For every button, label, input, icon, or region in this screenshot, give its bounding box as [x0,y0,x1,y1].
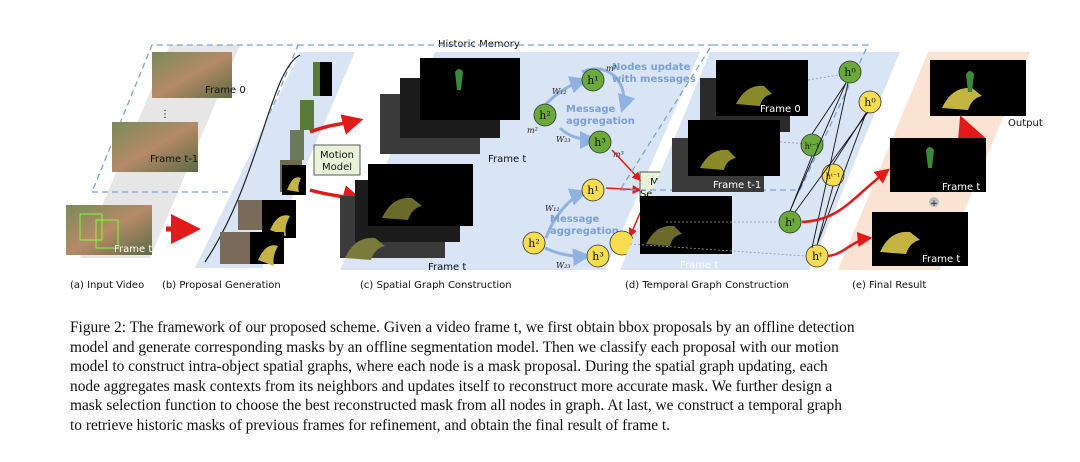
caption-line-1: Figure 2: The framework of our proposed … [70,319,855,336]
result-green-frame-label: Frame t [942,182,980,193]
m1-upper: m¹ [606,64,617,73]
figure-caption: Figure 2: The framework of our proposed … [70,318,1016,436]
nodes-update-label-2: with messages [612,74,696,85]
node-ht-green-label: hᵗ [785,216,795,229]
node-h1-upper-label: h¹ [587,74,599,87]
result-green-image [890,138,986,192]
spatial-graph-panel: Historic Memory Frame t Frame t Nodes up… [298,39,712,273]
proposal-generation-panel [195,52,355,268]
plus-icon [929,197,939,207]
frame-t-1-label: Frame t-1 [150,154,198,165]
w12-upper: W₁₂ [552,87,567,96]
temporal-frame-0-label: Frame 0 [760,104,801,115]
node-ht-yellow-label: hᵗ [812,250,822,263]
label-a: (a) Input Video [70,280,144,291]
motion-model-label-2: Model [322,162,352,173]
node-h2-upper [533,103,557,127]
label-e: (e) Final Result [852,280,926,291]
label-b: (b) Proposal Generation [162,280,281,291]
node-h0-green [838,60,862,84]
node-h3-lower [586,244,610,268]
node-h0-green-label: h⁰ [844,66,856,79]
result-yellow-image [872,212,968,266]
result-yellow-frame-label: Frame t [922,254,960,265]
label-c: (c) Spatial Graph Construction [360,280,512,291]
temporal-frame-t-1-label: Frame t-1 [713,180,761,191]
msg-agg-label-1: Message [566,104,616,115]
input-video-panel: Frame 0 ⋮ Frame t-1 Frame t [66,44,299,258]
node-h1-lower [581,178,605,202]
final-result-panel: Output Frame t + Frame t [801,52,1043,270]
output-arrow [957,115,986,149]
node-h1-lower-label: h¹ [587,184,599,197]
m3-upper: m³ [613,150,624,159]
caption-line-6: to retrieve historic masks of previous f… [70,416,671,434]
node-ht1-yellow-label: hᵗ⁻¹ [826,172,841,181]
frame-0-label: Frame 0 [205,85,246,96]
node-h2-lower [522,231,546,255]
node-h3-upper [588,130,612,154]
spatial-frame-label-lower: Frame t [428,262,466,273]
spatial-frame-label-upper: Frame t [488,154,526,165]
node-ht1-green-label: hᵗ⁻¹ [805,142,820,151]
nodes-update-label-1: Nodes update [612,62,691,73]
node-h3-lower-label: h³ [592,250,604,263]
caption-line-3: model to construct intra-object spatial … [70,358,828,376]
node-h0-yellow [858,90,882,114]
temporal-frame-t-label: Frame t [680,260,718,271]
node-h1-upper [581,68,605,92]
node-h2-upper-label: h² [539,109,551,122]
node-h3-upper-label: h³ [594,136,606,149]
plus-label: + [930,199,938,209]
frame-0-image [152,52,232,98]
msg-agg-label-lower-1: Message [550,214,600,225]
framework-figure: Frame 0 ⋮ Frame t-1 Frame t Motion Model [66,39,1043,291]
caption-line-4: node aggregates mask contexts from its n… [70,377,833,395]
w12-lower: W₁₂ [545,204,560,213]
w23-upper: W₂₃ [556,135,571,144]
frame-t-label-a: Frame t [114,244,152,255]
msg-agg-label-2: aggregation [566,116,635,127]
output-label: Output [1008,118,1043,129]
w23-lower: W₂₃ [556,261,571,270]
msg-agg-label-lower-2: aggregation [550,226,619,237]
caption-line-2: model and generate corresponding masks b… [70,338,839,356]
frame-t-1-image [112,122,198,172]
motion-model-label-1: Motion [320,150,354,161]
node-h0-yellow-label: h⁰ [864,96,876,109]
node-h2-lower-label: h² [528,237,540,250]
m2-upper: m² [527,126,538,135]
ellipsis-a: ⋮ [160,109,170,120]
label-d: (d) Temporal Graph Construction [625,280,789,291]
caption-line-5: mask selection function to choose the be… [70,397,842,415]
